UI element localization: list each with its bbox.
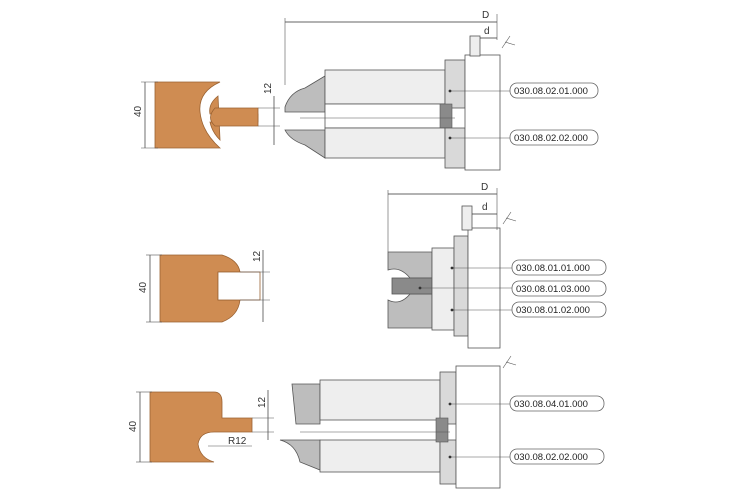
- row1-dim-overall: D: [482, 10, 489, 21]
- row2-part-label-3: 030.08.01.02.000: [516, 305, 590, 316]
- row3-dim-height: 40: [128, 420, 139, 432]
- row3-group: 40 12 R12 030.08.04.01.000 030.08.02.02.…: [128, 355, 605, 489]
- row2-part-label-1: 030.08.01.01.000: [516, 263, 590, 274]
- row3-part-label-2: 030.08.02.02.000: [514, 452, 588, 463]
- row2-dim-bore: d: [482, 202, 488, 213]
- row1-part-label-1: 030.08.02.01.000: [514, 86, 588, 97]
- row1-group: 40 12 D d 030.08.02.01.: [133, 10, 599, 171]
- row3-cutter-upper: [291, 383, 321, 425]
- row2-dim-tongue: 12: [252, 250, 263, 262]
- row2-cutter-lower: [387, 293, 433, 329]
- row2-dim-height: 40: [138, 281, 149, 293]
- row1-dim-height: 40: [133, 105, 144, 117]
- row3-profile: [149, 391, 253, 463]
- row1-dim-bore: d: [484, 26, 490, 37]
- row1-part-label-2: 030.08.02.02.000: [514, 133, 588, 144]
- row1-dim-tongue: 12: [263, 82, 274, 94]
- row3-dim-radius: R12: [228, 436, 247, 447]
- row3-part-label-1: 030.08.04.01.000: [514, 399, 588, 410]
- row1-cutter-upper: [284, 75, 326, 113]
- row1-tongue: [210, 107, 259, 127]
- row3-cutter-lower: [279, 439, 321, 471]
- row2-part-label-2: 030.08.01.03.000: [516, 284, 590, 295]
- row2-cutter-mid: [391, 277, 433, 295]
- row2-group: 40 12 D d 030.08.01.01.000 030.08.: [138, 182, 607, 349]
- row1-cutter-lower: [284, 129, 326, 159]
- row3-dim-tongue: 12: [257, 396, 268, 408]
- row2-dim-overall: D: [481, 182, 488, 193]
- row2-groove: [217, 271, 261, 301]
- row2-cutter-upper: [387, 251, 433, 279]
